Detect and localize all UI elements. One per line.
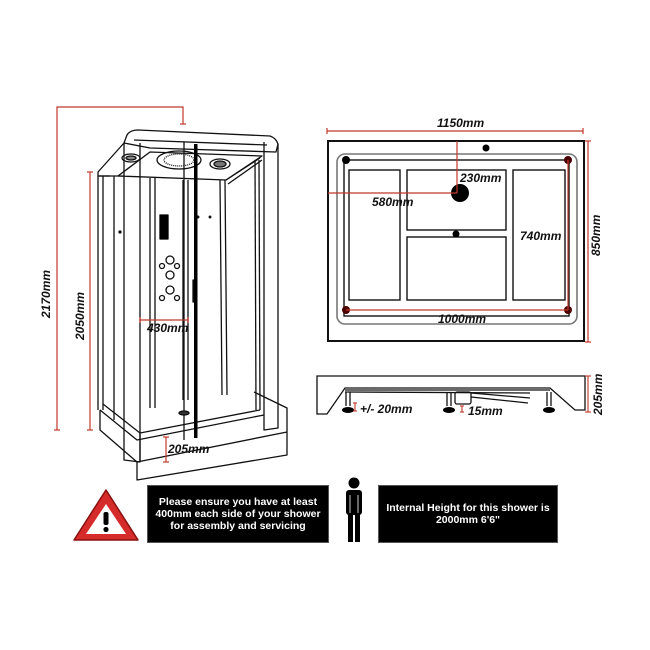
cabin-height-label: 2050mm [73,291,87,340]
warning-triangle-icon [73,489,139,541]
leg-adjust-label: +/- 20mm [360,402,413,416]
tray-width-label: 1150mm [437,116,485,130]
tray-depth-label: 850mm [589,214,603,256]
overall-height-label: 2170mm [39,269,53,318]
waste-back-label: 230mm [460,171,502,185]
tray-side-height-label: 205mm [591,373,605,415]
waste-front-label: 580mm [372,195,414,209]
leg-width-label: 1000mm [438,312,487,326]
leg-depth-label: 740mm [520,229,562,243]
tray-height-label: 205mm [168,442,210,456]
panel-width-label: 430mm [147,321,189,335]
internal-height-notice: Internal Height for this shower is 2000m… [378,485,558,543]
person-icon [346,477,362,542]
clearance-notice: Please ensure you have at least 400mm ea… [147,485,329,543]
waste-clearance-label: 15mm [468,404,503,418]
